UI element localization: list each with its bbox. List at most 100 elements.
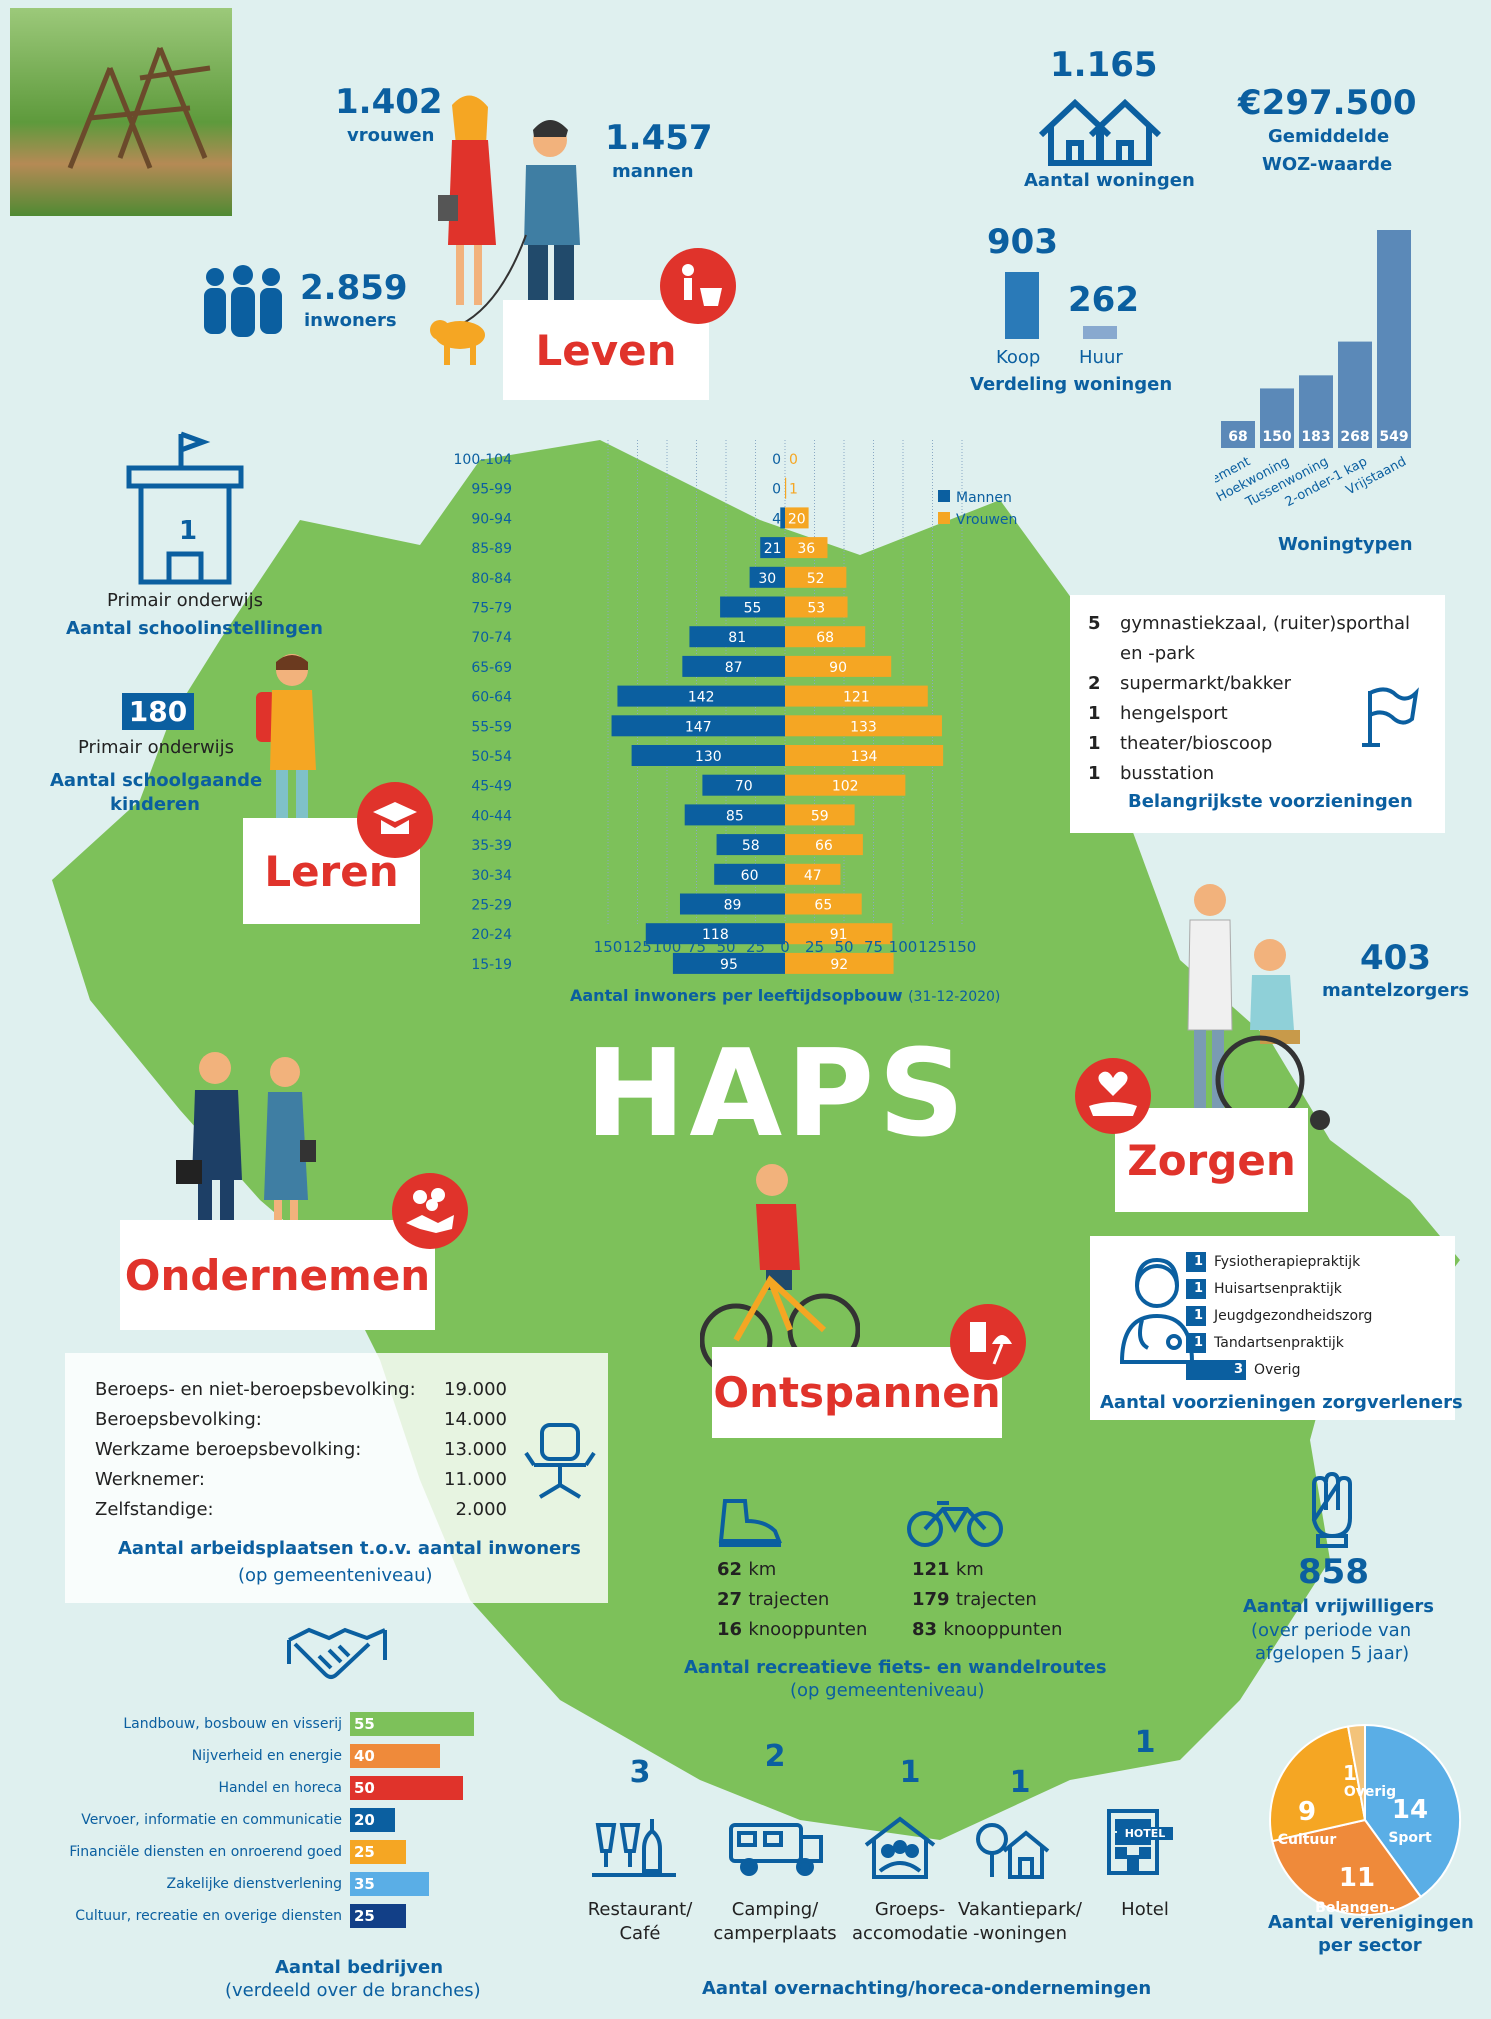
voorziening-label: supermarkt/bakker (1120, 673, 1292, 694)
mannen-bar (716, 834, 785, 856)
horeca-count: 2 (764, 1739, 786, 1774)
mannen-value: 85 (726, 808, 744, 824)
mannen-bar (689, 626, 785, 648)
zorgverleners-title: Aantal voorzieningen zorgverleners (1100, 1392, 1463, 1413)
woningtype-bar (1221, 420, 1255, 448)
age-group-label: 25-29 (471, 898, 512, 914)
route-stat: 27 trajecten (717, 1585, 867, 1615)
vrouwen-bar (785, 507, 809, 529)
vrouwen-bar (785, 863, 841, 885)
mannen-value: 30 (758, 571, 776, 587)
holiday-park-icon (976, 1823, 1050, 1879)
pie-slice-label: Overig (1344, 1784, 1396, 1800)
legend-label-vrouwen: Vrouwen (956, 512, 1018, 528)
pyramid-subtitle: (31-12-2020) (908, 989, 1001, 1005)
x-tick-label: 125 (918, 938, 947, 956)
horeca-label-2: accomodatie (852, 1923, 968, 1944)
bedrijf-value: 55 (354, 1715, 375, 1733)
vrouwen-value: 20 (788, 511, 806, 527)
routes-title: Aantal recreatieve fiets- en wandelroute… (684, 1657, 1107, 1678)
bedrijf-label: Cultuur, recreatie en overige diensten (75, 1908, 342, 1924)
vrouwen-bar (785, 477, 787, 499)
horeca-count: 3 (629, 1755, 651, 1790)
pie-slice (1271, 1818, 1423, 1916)
vrouwen-value: 1 (789, 482, 798, 498)
houses-icon (1038, 98, 1162, 166)
people-icon (204, 265, 282, 337)
group-home-icon (864, 1816, 936, 1879)
mannen-value: 4 (772, 511, 781, 527)
x-tick-label: 100 (653, 938, 682, 956)
pie-slice (1364, 1723, 1461, 1899)
vrouwen-bar (785, 537, 828, 559)
route-stat-label: km (955, 1559, 984, 1580)
age-group-label: 75-79 (471, 601, 512, 617)
vrouwen-bar (785, 952, 894, 974)
school-building-icon (126, 431, 244, 585)
age-group-label: 80-84 (471, 571, 512, 587)
route-stat-value: 27 (717, 1589, 749, 1610)
bedrijf-label: Landbouw, bosbouw en visserij (123, 1716, 342, 1732)
verdeling-label: Verdeling woningen (970, 374, 1173, 395)
horeca-count: 1 (899, 1755, 921, 1790)
zorgverlener-count: 1 (1186, 1305, 1206, 1326)
koop-number: 903 (987, 222, 1058, 262)
school-kids-type: Primair onderwijs (78, 737, 235, 758)
zorgverlener-label: Jeugdgezondheidszorg (1214, 1307, 1373, 1324)
legend-label-mannen: Mannen (956, 490, 1012, 506)
bedrijf-bar: 35 (350, 1872, 429, 1896)
voorziening-count: 1 (1088, 763, 1101, 784)
route-stat: 16 knooppunten (717, 1615, 867, 1645)
horeca-title: Aantal overnachting/horeca-ondernemingen (702, 1978, 1152, 1999)
pie-slice-label: Belangen- (1315, 1900, 1395, 1916)
age-group-label: 85-89 (471, 541, 512, 557)
mannen-value: 70 (735, 779, 753, 795)
mannen-number: 1.457 (605, 118, 713, 158)
zorgverlener-count: 1 (1186, 1278, 1206, 1299)
bedrijf-bar: 20 (350, 1808, 395, 1832)
age-group-label: 50-54 (471, 749, 512, 765)
vrouwen-label: vrouwen (347, 125, 435, 146)
horeca-count: 1 (1009, 1765, 1031, 1800)
zorgen-label: Zorgen (1115, 1108, 1308, 1212)
arbeid-row: Beroeps- en niet-beroepsbevolking:19.000 (95, 1375, 515, 1405)
horeca-label-1: Restaurant/ (587, 1899, 693, 1920)
age-group-label: 45-49 (471, 779, 512, 795)
vrouwen-value: 91 (830, 927, 848, 943)
mannen-value: 89 (724, 898, 742, 914)
woningtype-value: 549 (1379, 429, 1408, 445)
x-tick-label: 100 (889, 938, 918, 956)
arbeid-key: Werknemer: (95, 1469, 205, 1490)
x-tick-label: 75 (687, 938, 706, 956)
legend-swatch-vrouwen (938, 512, 950, 524)
zorgverlener-count: 1 (1186, 1332, 1206, 1353)
zorgverlener-count: 3 (1186, 1359, 1246, 1380)
verenigingen-pie-chart: 14Sport11Belangen-behartiging9Cultuur1Ov… (1269, 1723, 1461, 1920)
routes-subtitle: (op gemeenteniveau) (790, 1680, 985, 1701)
arbeid-row: Werkzame beroepsbevolking:13.000 (95, 1435, 515, 1465)
vrouwen-value: 68 (816, 630, 834, 646)
ontspannen-label: Ontspannen (712, 1347, 1002, 1438)
voorziening-count: 5 (1088, 613, 1101, 634)
vrouwen-value: 134 (851, 749, 878, 765)
school-kids-caption-2: kinderen (110, 794, 200, 815)
route-stat-label: knooppunten (748, 1619, 868, 1640)
age-group-label: 65-69 (471, 660, 512, 676)
woningtype-value: 68 (1228, 429, 1247, 445)
mannen-bar (631, 745, 785, 766)
flag-icon (1362, 687, 1419, 747)
arbeid-subtitle: (op gemeenteniveau) (238, 1565, 433, 1586)
vrouwen-value: 59 (811, 808, 829, 824)
inwoners-label: inwoners (304, 310, 397, 331)
verenigingen-title-1: Aantal verenigingen (1268, 1912, 1474, 1933)
bedrijf-value: 20 (354, 1811, 375, 1829)
